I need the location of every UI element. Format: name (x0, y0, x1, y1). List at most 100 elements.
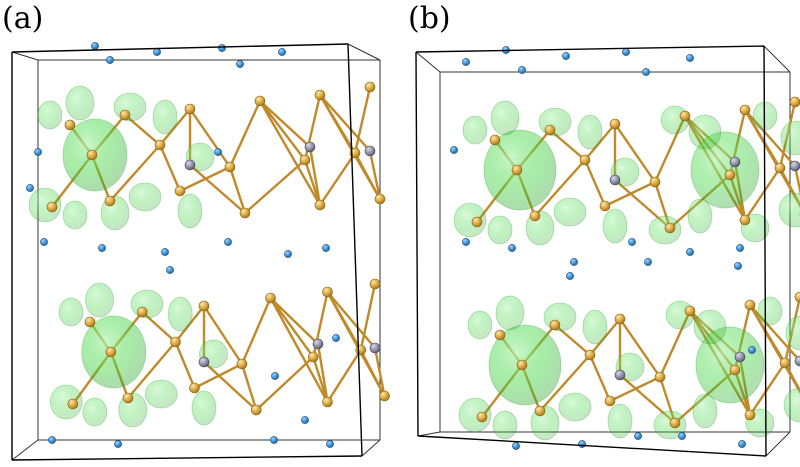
bond (613, 122, 657, 184)
bond (748, 361, 787, 417)
gold-atom (579, 154, 591, 166)
bond (158, 107, 192, 147)
isosurface-lobe (783, 387, 800, 423)
panel-a-atoms (26, 42, 390, 448)
isosurface-lobe (490, 100, 520, 136)
blue-atom (26, 184, 34, 192)
panel-b-structure (415, 45, 800, 457)
gold-atom (779, 357, 791, 369)
bond (326, 290, 377, 350)
gold-atom (609, 118, 621, 130)
blue-atom (218, 44, 226, 52)
blue-atom (301, 416, 309, 424)
blue-atom (566, 272, 574, 280)
blue-atom (322, 244, 330, 252)
gold-atom (649, 176, 661, 188)
bond (255, 355, 315, 412)
gold-atom (534, 405, 546, 417)
gray-atom (304, 141, 316, 153)
isosurface-lobe (757, 296, 783, 326)
gold-atom (119, 109, 131, 121)
gold-atom (679, 110, 691, 122)
blue-atom (634, 432, 642, 440)
bond (243, 158, 307, 215)
gold-atom (774, 162, 786, 174)
gold-atom (789, 96, 800, 108)
gold-atom (355, 344, 367, 356)
bond (538, 353, 592, 413)
isosurface-lobe (495, 295, 525, 331)
gold-atom (744, 409, 756, 421)
blue-atom (153, 48, 161, 56)
gold-atom (174, 185, 186, 197)
isosurface-lobe (458, 397, 492, 433)
bond (588, 317, 622, 357)
blue-atom (284, 250, 292, 258)
gold-atom (739, 104, 751, 116)
blue-atom (462, 58, 470, 66)
bond (533, 158, 587, 218)
gray-atom (369, 342, 381, 354)
bond (588, 353, 612, 403)
isosurface-lobe (693, 309, 727, 345)
isosurface-lobe (144, 379, 178, 409)
gold-atom (471, 216, 483, 228)
blue-atom (161, 248, 169, 256)
blue-atom (512, 442, 520, 450)
panel-b-box-front (415, 45, 767, 457)
gold-atom (314, 199, 326, 211)
bond (202, 304, 244, 366)
gray-atom (734, 351, 746, 363)
gold-atom (67, 398, 79, 410)
gold-atom (322, 396, 333, 408)
bond (748, 303, 800, 395)
gray-atom (789, 160, 800, 172)
bond (793, 164, 800, 196)
isosurface-lobe (687, 198, 713, 234)
gold-atom (654, 371, 666, 383)
isosurface-lobe (37, 100, 63, 130)
isosurface-lobe (648, 215, 682, 245)
gold-atom (516, 359, 528, 371)
bond (269, 296, 320, 346)
gold-atom (46, 201, 58, 213)
blue-atom (224, 238, 232, 246)
blue-atom (508, 244, 516, 252)
bond (318, 93, 372, 153)
blue-atom (736, 244, 744, 252)
isosurface-lobe (577, 114, 603, 150)
blue-atom (48, 436, 56, 444)
bond (743, 108, 797, 168)
bond (240, 362, 258, 412)
isosurface-lobe (553, 197, 587, 227)
gold-atom (364, 81, 376, 93)
blue-atom (271, 372, 279, 380)
isosurface-lobe (558, 392, 592, 422)
gray-atom (198, 356, 210, 368)
blue-atom (462, 238, 470, 246)
bond (228, 165, 247, 215)
gold-atom (104, 195, 116, 207)
bond (318, 93, 382, 201)
blue-atom (114, 440, 122, 448)
blue-atom (326, 440, 334, 448)
gold-atom (84, 316, 96, 328)
blue-atom (332, 334, 340, 342)
bond (269, 296, 329, 404)
bond (326, 290, 386, 398)
panel-label-a: (a) (2, 1, 43, 36)
gold-atom (198, 300, 210, 312)
gold-atom (254, 95, 266, 107)
gold-atom (476, 411, 488, 423)
gold-atom (236, 358, 248, 370)
isosurface-lobe (177, 193, 203, 229)
gold-atom (489, 134, 501, 146)
gold-atom (170, 336, 181, 348)
gold-atom (669, 417, 681, 429)
blue-atom (270, 436, 278, 444)
gold-atom (604, 395, 616, 407)
bond (188, 163, 247, 215)
blue-atom (686, 248, 694, 256)
blue-atom (734, 262, 742, 270)
